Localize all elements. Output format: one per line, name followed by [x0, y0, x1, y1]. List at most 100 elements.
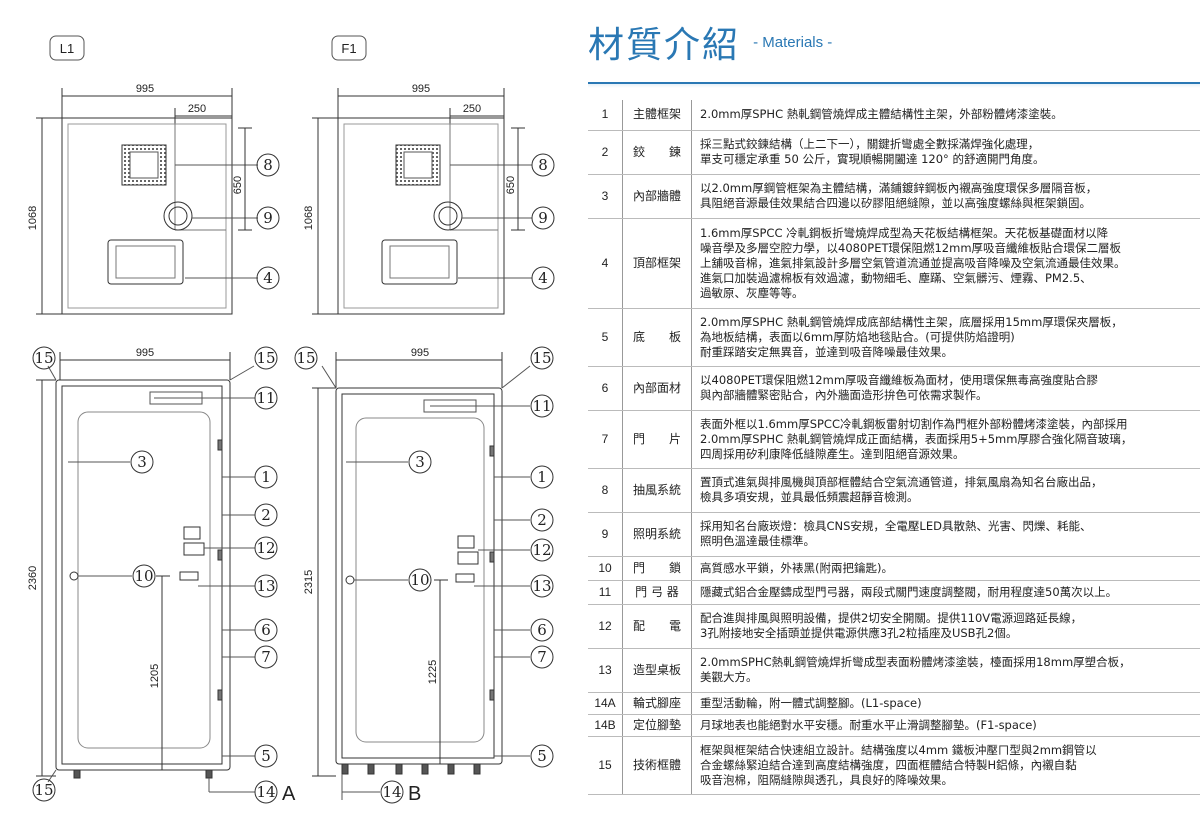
width-dim: 995: [412, 83, 430, 95]
spec-description-line: 隱藏式鋁合金壓鑄成型門弓器，兩段式關門速度調整閥，耐用程度達50萬次以上。: [700, 584, 1118, 599]
height-dim: 1068: [303, 206, 315, 230]
height-dim: 2360: [27, 566, 39, 590]
spec-description-line: 2.0mm厚SPHC 熱軋鋼管燒焊成正面結構，表面採用5+5mm厚膠合強化隔音玻…: [700, 431, 1133, 446]
spec-description-line: 以4080PET環保阻燃12mm厚吸音纖維板為面材，使用環保無毒高強度貼合膠: [700, 373, 1099, 387]
spec-description-line: 合金螺絲緊迫結合達到高度結構強度，四面框體結合特製H鋁條，內襯自黏: [700, 757, 1077, 772]
width-dim: 995: [136, 347, 154, 359]
spec-number: 2: [588, 130, 623, 175]
callout-13: 13: [256, 577, 275, 595]
sub-dim: 250: [463, 103, 481, 115]
page-header: 材質介紹 - Materials -: [588, 16, 832, 66]
callout-8: 8: [263, 156, 273, 174]
spec-number: 12: [588, 604, 623, 649]
spec-description-line: 以2.0mm厚鋼管框架為主體結構，滿鋪鍍鋅鋼板內襯高強度環保多層隔音板，: [700, 181, 1098, 195]
spec-description-line: 上舖吸音棉，進氣排氣設計多層空氣管道流通並提高吸音降噪及空氣流通最佳效果。: [700, 255, 1126, 270]
callout-1: 1: [261, 468, 271, 486]
spec-description-line: 月球地表也能絕對水平安穩。耐重水平止滑調整腳墊。(F1-space): [700, 717, 1037, 732]
spec-description: 高質感水平鎖，外裱黑(附兩把鑰匙)。: [691, 556, 1200, 581]
spec-number: 8: [588, 468, 623, 513]
spec-name: 輪式腳座: [622, 692, 692, 715]
spec-name: 內部牆體: [622, 174, 692, 219]
spec-number: 9: [588, 512, 623, 557]
spec-description-line: 檢具多項安規，並具最低頻震超靜音檢測。: [700, 490, 919, 504]
spec-description-line: 採用知名台廠崁燈：檢具CNS安規，全電壓LED具散熱、光害、閃爍、耗能、: [700, 519, 1092, 533]
spec-name: 照明系統: [622, 512, 692, 557]
spec-description: 以4080PET環保阻燃12mm厚吸音纖維板為面材，使用環保無毒高強度貼合膠與內…: [691, 366, 1200, 411]
spec-description-line: 重型活動輪，附一體式調整腳。(L1-space): [700, 695, 922, 710]
spec-name: 配 電: [622, 604, 692, 649]
view-tag-box: [49, 35, 85, 61]
height-dim: 2315: [303, 570, 315, 594]
front-view-b: 995 1225 2315: [294, 346, 554, 805]
title-divider: [588, 82, 1200, 88]
spec-description-line: 與內部牆體緊密貼合，內外牆面造形拚色可依需求製作。: [700, 388, 988, 402]
spec-description-line: 四周採用矽利康降低縫隙產生。達到阻絕音源效果。: [700, 446, 965, 461]
view-tag-box: [331, 35, 367, 61]
callout-4: 4: [538, 269, 548, 287]
spec-number: 7: [588, 410, 623, 469]
spec-name: 技術框體: [622, 736, 692, 795]
callout-5: 5: [261, 747, 271, 765]
width-dim: 995: [411, 347, 429, 359]
callout-7: 7: [261, 648, 271, 666]
spec-description-line: 噪音學及多層空腔力學，以4080PET環保阻燃12mm厚吸音纖維板貼合環保二層板: [700, 240, 1122, 255]
callout-11: 11: [256, 389, 275, 407]
callout-5: 5: [537, 747, 547, 765]
callout-10: 10: [410, 571, 429, 589]
spec-number: 3: [588, 174, 623, 219]
callout-7: 7: [537, 648, 547, 666]
callout-4: 4: [263, 269, 273, 287]
sub-dim: 250: [188, 103, 206, 115]
callout-10: 10: [134, 567, 153, 585]
front-view-a: 995 1205 2360: [27, 346, 296, 805]
callout-6: 6: [261, 621, 271, 639]
spec-description-line: 2.0mm厚SPHC 熱軋鋼管燒焊成底部結構性主架，底層採用15mm厚環保夾層板…: [700, 314, 1123, 329]
callout-15: 15: [296, 349, 315, 367]
spec-name: 造型桌板: [622, 648, 692, 693]
spec-name: 鉸 鍊: [622, 130, 692, 175]
page-title: 材質介紹: [588, 25, 741, 66]
callout-12: 12: [256, 539, 275, 557]
callout-11: 11: [532, 397, 551, 415]
spec-number: 11: [588, 580, 623, 605]
spec-number: 4: [588, 218, 623, 309]
callout-12: 12: [532, 541, 551, 559]
spec-description-line: 為地板結構，表面以6mm厚防焰地毯貼合。(可提供防焰證明): [700, 329, 1015, 344]
callout-9: 9: [538, 209, 548, 227]
spec-description: 以2.0mm厚鋼管框架為主體結構，滿鋪鍍鋅鋼板內襯高強度環保多層隔音板，具阻絕音…: [691, 174, 1200, 219]
handle-dim: 1225: [427, 660, 439, 684]
spec-description-line: 表面外框以1.6mm厚SPCC冷軋鋼板雷射切割作為門框外部粉體烤漆塗裝，內部採用: [700, 416, 1128, 431]
callout-9: 9: [263, 209, 273, 227]
spec-description-line: 2.0mm厚SPHC 熱軋鋼管燒焊成主體結構性主架，外部粉體烤漆塗裝。: [700, 107, 1063, 122]
spec-description: 重型活動輪，附一體式調整腳。(L1-space): [691, 692, 1200, 715]
depth-dim: 650: [232, 176, 244, 194]
callout-14: 14: [382, 783, 401, 801]
spec-name: 底 板: [622, 308, 692, 367]
spec-description: 置頂式進氣與排風機與頂部框體結合空氣流通管道，排氣風扇為知名台廠出品，檢具多項安…: [691, 468, 1200, 513]
spec-name: 門 鎖: [622, 556, 692, 581]
spec-description-line: 過敏原、灰塵等等。: [700, 285, 804, 300]
spec-number: 6: [588, 366, 623, 411]
spec-name: 頂部框架: [622, 218, 692, 309]
top-view-l1: L1 995 250 650 1068 8: [27, 35, 280, 315]
spec-description-line: 耐重踩踏安定無異音，並達到吸音降噪最佳效果。: [700, 344, 953, 359]
view-tag: L1: [60, 41, 74, 56]
spec-description: 2.0mm厚SPHC 熱軋鋼管燒焊成主體結構性主架，外部粉體烤漆塗裝。: [691, 100, 1200, 131]
spec-description: 採用知名台廠崁燈：檢具CNS安規，全電壓LED具散熱、光害、閃爍、耗能、照明色溫…: [691, 512, 1200, 557]
spec-description-line: 框架與框架結合快速組立設計。結構強度以4mm 鐵板沖壓ㄇ型與2mm鋼管以: [700, 742, 1097, 757]
spec-description-line: 單支可穩定承重 50 公斤，實現順暢開闔達 120° 的舒適開門角度。: [700, 152, 1045, 166]
height-dim: 1068: [27, 206, 39, 230]
callout-15: 15: [34, 781, 53, 799]
callout-13: 13: [532, 577, 551, 595]
